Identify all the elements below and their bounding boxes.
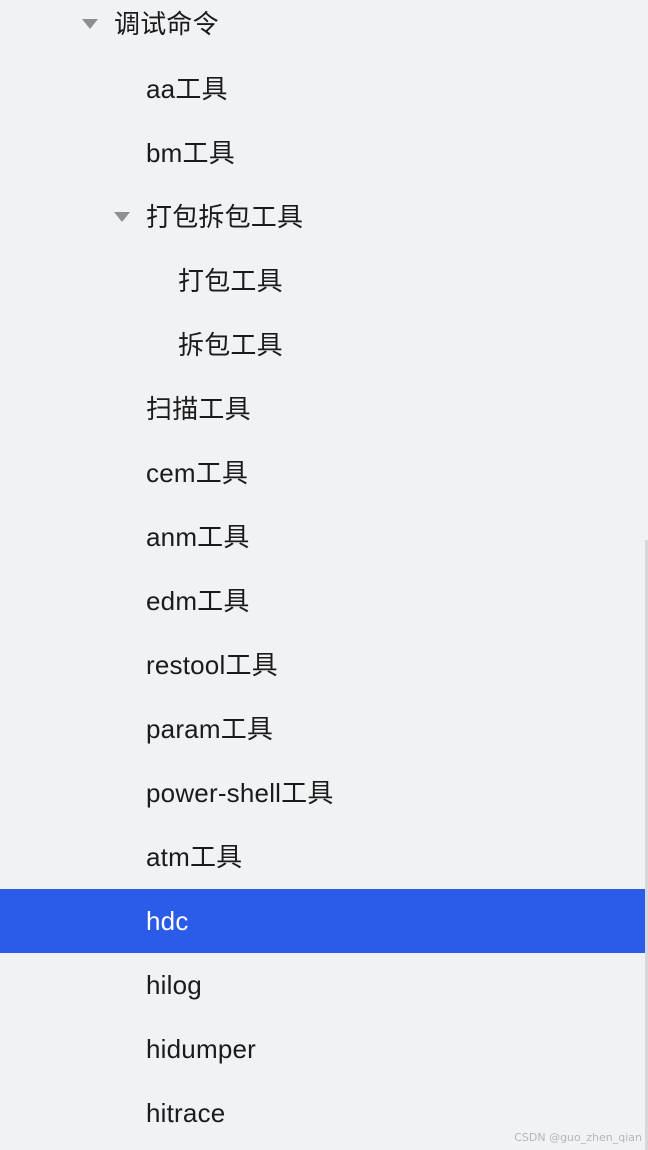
- tree-item-label: anm工具: [146, 522, 250, 552]
- tree-item-label: edm工具: [146, 586, 250, 616]
- tree-node-pack-unpack[interactable]: 打包拆包工具: [0, 185, 646, 249]
- tree-item-label: atm工具: [146, 842, 243, 872]
- tree-item-cem[interactable]: cem工具: [0, 441, 646, 505]
- tree-item-param[interactable]: param工具: [0, 697, 646, 761]
- tree-item-hidumper[interactable]: hidumper: [0, 1017, 646, 1081]
- tree-item-label: bm工具: [146, 138, 235, 168]
- tree-item-label: hidumper: [146, 1034, 256, 1064]
- tree-item-label: hdc: [146, 906, 189, 936]
- tree-item-hitrace[interactable]: hitrace: [0, 1081, 646, 1145]
- tree-item-scan[interactable]: 扫描工具: [0, 377, 646, 441]
- tree-item-label: 扫描工具: [146, 394, 251, 424]
- tree-item-label: restool工具: [146, 650, 278, 680]
- tree-node-debug-commands[interactable]: 调试命令: [0, 0, 646, 56]
- tree-node-label: 调试命令: [114, 9, 219, 39]
- tree-item-bm[interactable]: bm工具: [0, 121, 646, 185]
- tree-node-label: 打包拆包工具: [146, 202, 304, 232]
- watermark: CSDN @guo_zhen_qian: [514, 1131, 642, 1144]
- scrollbar[interactable]: [645, 540, 648, 1150]
- tree-item-label: 打包工具: [178, 266, 283, 296]
- tree-item-power-shell[interactable]: power-shell工具: [0, 761, 646, 825]
- tree-item-label: param工具: [146, 714, 274, 744]
- tree-item-aa[interactable]: aa工具: [0, 57, 646, 121]
- tree-item-edm[interactable]: edm工具: [0, 569, 646, 633]
- tree-item-atm[interactable]: atm工具: [0, 825, 646, 889]
- tree-item-label: cem工具: [146, 458, 249, 488]
- tree-item-restool[interactable]: restool工具: [0, 633, 646, 697]
- tree-item-hdc[interactable]: hdc: [0, 889, 646, 953]
- tree-item-unpack[interactable]: 拆包工具: [0, 313, 646, 377]
- tree-item-label: power-shell工具: [146, 778, 334, 808]
- tree-item-pack[interactable]: 打包工具: [0, 249, 646, 313]
- tree-item-label: hitrace: [146, 1098, 226, 1128]
- tree-item-label: 拆包工具: [178, 330, 283, 360]
- tree-item-label: hilog: [146, 970, 202, 1000]
- caret-down-icon[interactable]: [114, 212, 130, 222]
- tree-item-label: aa工具: [146, 74, 228, 104]
- tree-item-anm[interactable]: anm工具: [0, 505, 646, 569]
- caret-down-icon[interactable]: [82, 19, 98, 29]
- tree-item-hilog[interactable]: hilog: [0, 953, 646, 1017]
